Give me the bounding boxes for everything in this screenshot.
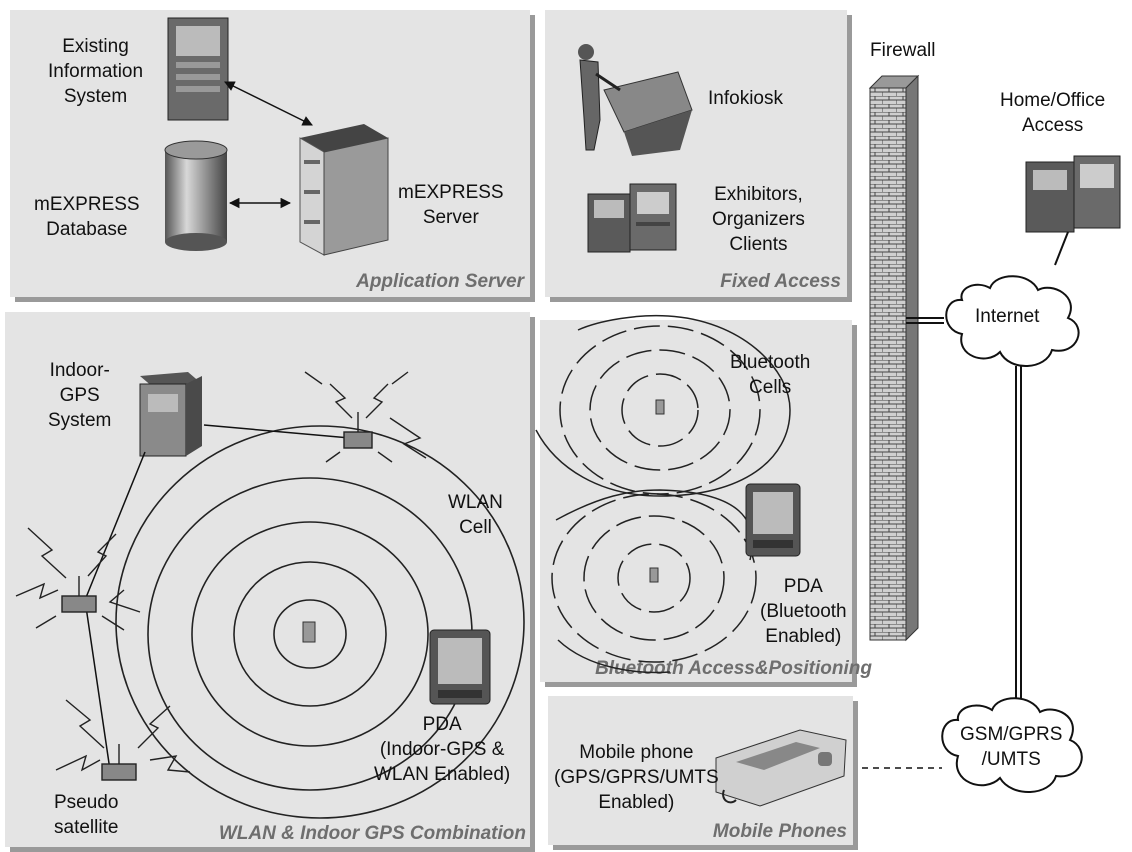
application-server-panel: Application Server <box>10 10 530 297</box>
gps-sat-link-left <box>84 451 146 601</box>
bluetooth-cells-label: Bluetooth Cells <box>730 352 811 398</box>
pseudo-satellite-left-icon <box>15 527 141 631</box>
indoor-gps-server-icon <box>139 372 202 457</box>
fixed-access-title: Fixed Access <box>720 271 841 292</box>
home-office-computers-icon <box>1025 155 1121 233</box>
pda-wlan-icon <box>429 629 491 705</box>
system-server-link <box>224 81 313 126</box>
gsm-gprs-umts-label: GSM/GPRS /UMTS <box>960 724 1063 770</box>
wlan-indoor-gps-panel: WLAN & Indoor GPS Combination <box>5 312 530 847</box>
bluetooth-beacon-bottom-icon <box>649 567 659 583</box>
mobile-phones-title: Mobile Phones <box>712 821 847 842</box>
exhibitors-clients-label: Exhibitors, Organizers Clients <box>712 184 805 255</box>
gps-sat-link-top <box>203 424 351 439</box>
pseudo-satellite-bottom-icon <box>55 699 191 781</box>
existing-system-label: Existing Information System <box>48 36 144 107</box>
pda-indoor-label: PDA (Indoor-GPS & WLAN Enabled) <box>374 714 511 785</box>
mobile-phone-label: Mobile phone (GPS/GPRS/UMTS Enabled) <box>554 742 719 813</box>
infokiosk-label: Infokiosk <box>708 88 783 109</box>
existing-system-server-icon <box>167 17 229 121</box>
pseudo-satellite-label: Pseudo satellite <box>54 792 119 838</box>
bluetooth-beacon-top-icon <box>655 399 665 415</box>
gsm-cloud-icon <box>941 697 1083 793</box>
firewall-icon <box>868 74 920 642</box>
firewall-label: Firewall <box>870 40 936 61</box>
mexpress-server-label: mEXPRESS Server <box>398 182 504 228</box>
gps-sat-link-bottom <box>84 599 111 771</box>
indoor-gps-system-label: Indoor- GPS System <box>48 360 112 431</box>
wlan-access-point-icon <box>302 621 316 643</box>
pda-bluetooth-icon <box>745 483 801 557</box>
pseudo-satellite-top-icon <box>304 371 427 463</box>
application-server-title: Application Server <box>356 271 524 292</box>
internet-label: Internet <box>975 306 1040 327</box>
mexpress-database-label: mEXPRESS Database <box>34 194 140 240</box>
home-office-label: Home/Office Access <box>1000 90 1106 136</box>
internet-cloud-icon <box>945 275 1080 367</box>
home-internet-link <box>1054 231 1069 266</box>
bluetooth-cell-outline-top <box>535 314 791 497</box>
bluetooth-title: Bluetooth Access&Positioning <box>595 658 872 679</box>
wlan-cell-label: WLAN Cell <box>448 492 503 538</box>
database-icon <box>164 140 228 251</box>
infokiosk-icon <box>578 44 693 156</box>
mexpress-server-icon <box>299 124 389 256</box>
pda-bluetooth-label: PDA (Bluetooth Enabled) <box>760 576 847 647</box>
wlan-indoor-gps-title: WLAN & Indoor GPS Combination <box>218 823 526 844</box>
bluetooth-cell-rings-bottom <box>551 493 757 663</box>
client-computers-icon <box>587 183 677 253</box>
mobile-phone-icon <box>715 729 847 807</box>
